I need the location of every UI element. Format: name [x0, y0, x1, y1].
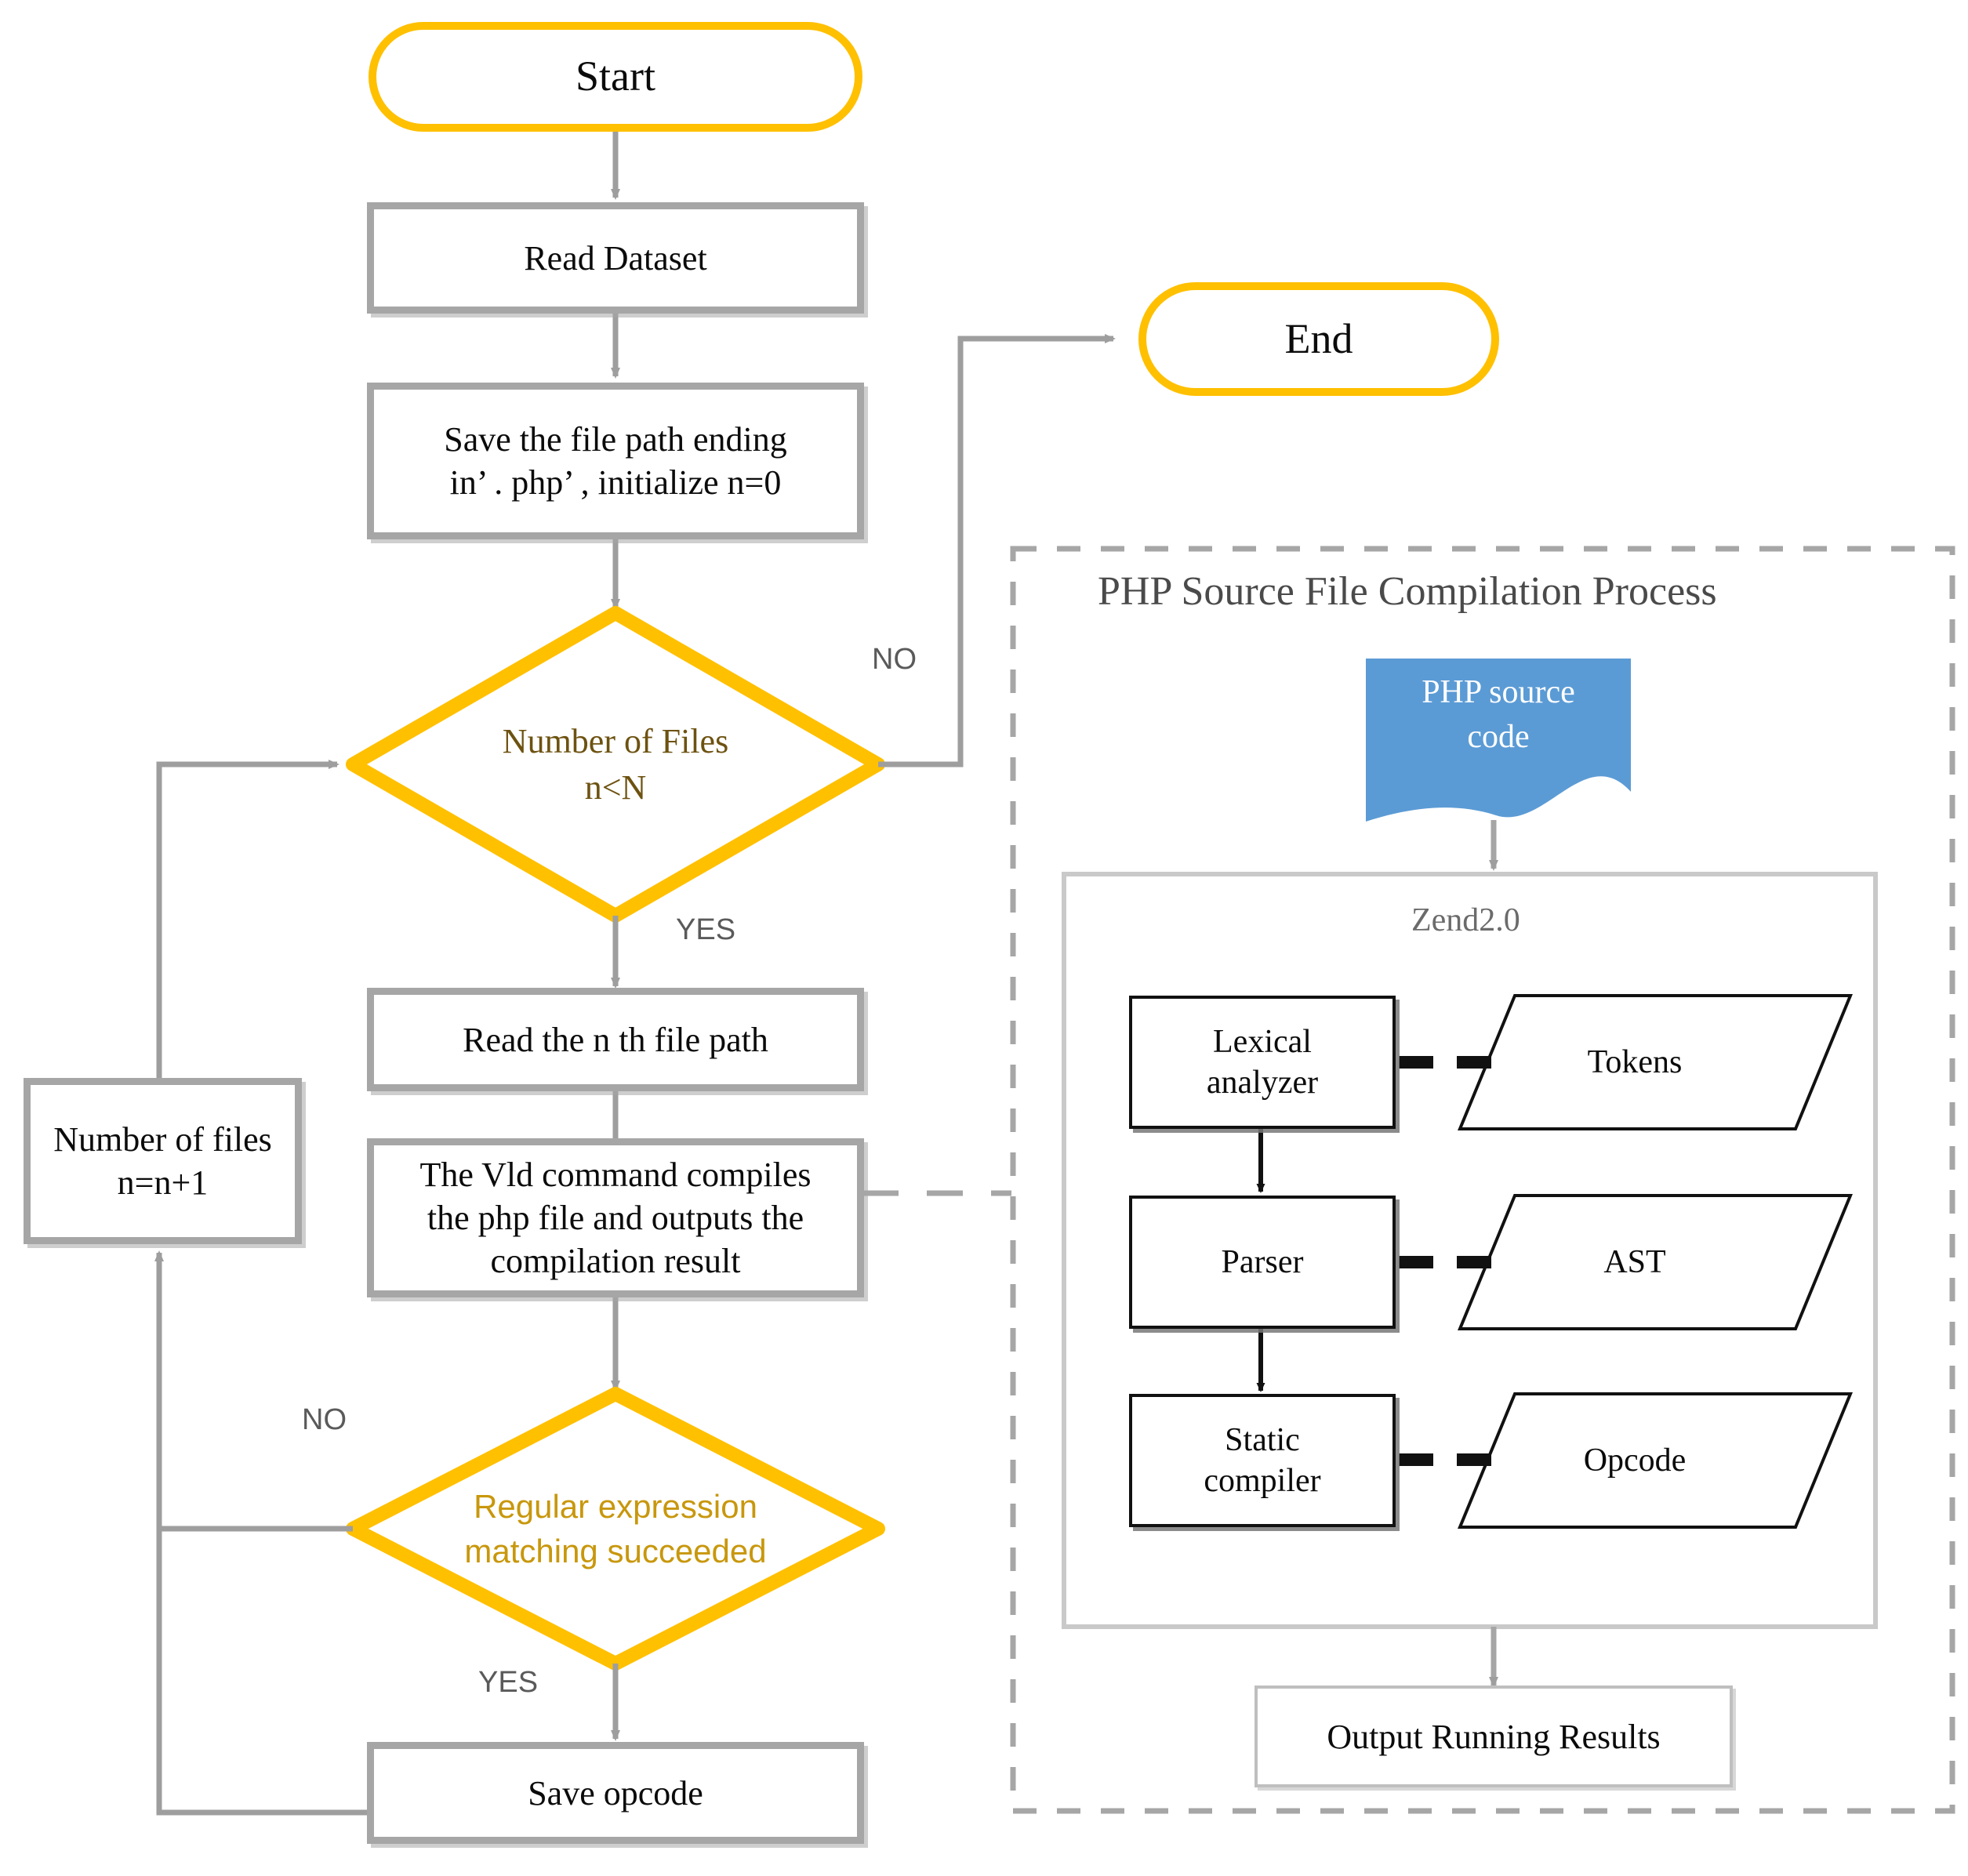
stage-parser-line1: Parser: [1221, 1243, 1304, 1280]
node-vld-command-line3: compilation result: [490, 1242, 741, 1280]
node-vld-command-line1: The Vld command compiles: [419, 1156, 812, 1194]
node-save-file-path-line2: in’ . php’ , initialize n=0: [449, 463, 782, 502]
stage-static-compiler-line1: Static: [1225, 1421, 1300, 1458]
node-save-file-path[interactable]: Save the file path ending in’ . php’ , i…: [367, 383, 864, 539]
stage-static-compiler-line2: compiler: [1204, 1463, 1321, 1499]
node-save-file-path-line1: Save the file path ending: [444, 420, 787, 459]
output-tokens-label: Tokens: [1587, 1044, 1683, 1080]
stage-static-compiler[interactable]: Static compiler: [1129, 1394, 1396, 1527]
tokens-parallelogram: [1458, 994, 1853, 1130]
decision-regular-expression-line1: Regular expression: [474, 1487, 757, 1525]
edge-label-regex-no: NO: [302, 1403, 347, 1436]
stage-lexical-analyzer-line2: analyzer: [1206, 1065, 1319, 1101]
edge-label-files-yes: YES: [676, 913, 736, 946]
stage-parser[interactable]: Parser: [1129, 1196, 1396, 1329]
node-end-label: End: [1284, 314, 1353, 362]
decision-regular-expression-label[interactable]: Regular expression matching succeeded: [396, 1464, 835, 1594]
zend-container-title: Zend2.0: [1411, 902, 1520, 938]
node-save-opcode[interactable]: Save opcode: [367, 1742, 864, 1844]
stage-lexical-analyzer-line1: Lexical: [1213, 1023, 1312, 1060]
node-output-running-results-label: Output Running Results: [1327, 1717, 1661, 1756]
node-vld-command-line2: the php file and outputs the: [427, 1199, 804, 1237]
output-ast-label: AST: [1603, 1244, 1666, 1280]
edge-label-regex-yes: YES: [478, 1666, 539, 1699]
decision-number-of-files-label[interactable]: Number of Files n<N: [412, 702, 819, 827]
node-read-dataset[interactable]: Read Dataset: [367, 202, 864, 314]
node-save-opcode-label: Save opcode: [528, 1773, 703, 1812]
node-increment-counter-line2: n=n+1: [117, 1163, 209, 1202]
output-opcode-label: Opcode: [1583, 1442, 1687, 1479]
node-increment-counter[interactable]: Number of files n=n+1: [24, 1078, 302, 1244]
node-output-running-results[interactable]: Output Running Results: [1255, 1685, 1733, 1787]
node-end[interactable]: End: [1138, 282, 1499, 396]
stage-lexical-analyzer[interactable]: Lexical analyzer: [1129, 996, 1396, 1129]
compilation-group-title: PHP Source File Compilation Process: [1098, 569, 1717, 614]
php-source-doc-line2: code: [1467, 718, 1530, 755]
node-start-label: Start: [576, 53, 655, 100]
decision-number-of-files-line1: Number of Files: [502, 721, 729, 760]
decision-regular-expression: [346, 1387, 885, 1671]
compilation-group-boundary: [1010, 546, 1955, 1814]
node-vld-command[interactable]: The Vld command compiles the php file an…: [367, 1138, 864, 1297]
ast-parallelogram: [1458, 1194, 1853, 1330]
php-source-doc-line1: PHP source: [1422, 674, 1575, 710]
node-read-nth-file-path-label: Read the n th file path: [463, 1020, 768, 1059]
node-start[interactable]: Start: [369, 22, 862, 132]
node-read-nth-file-path[interactable]: Read the n th file path: [367, 988, 864, 1091]
php-source-doc-shape: [1366, 659, 1631, 822]
decision-regular-expression-line2: matching succeeded: [464, 1532, 767, 1569]
node-increment-counter-line1: Number of files: [53, 1120, 272, 1159]
php-source-doc-label: PHP source code: [1366, 670, 1631, 759]
decision-number-of-files-line2: n<N: [584, 768, 647, 807]
edge-label-files-no: NO: [872, 643, 917, 676]
opcode-parallelogram: [1458, 1392, 1853, 1529]
decision-number-of-files: [346, 606, 885, 923]
node-read-dataset-label: Read Dataset: [524, 238, 707, 278]
